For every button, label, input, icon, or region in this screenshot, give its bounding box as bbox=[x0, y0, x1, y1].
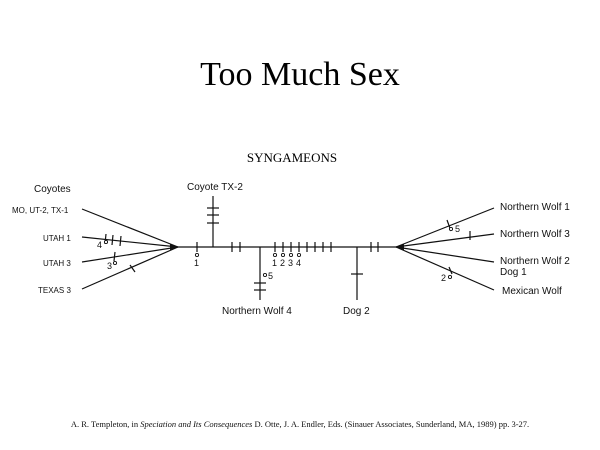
branch-mexican-wolf bbox=[395, 246, 495, 291]
marker-number: 2 bbox=[441, 273, 446, 283]
marker-number: 5 bbox=[268, 271, 273, 281]
citation-suffix: D. Otte, J. A. Endler, Eds. (Sinauer Ass… bbox=[252, 419, 530, 429]
diagram-subtitle: SYNGAMEONS bbox=[246, 150, 338, 165]
branch-northern-wolf-3 bbox=[395, 233, 495, 248]
branch-texas-3 bbox=[81, 246, 179, 290]
branch-label-dog-2: Dog 2 bbox=[343, 306, 370, 317]
backbone-marker: 4 bbox=[296, 258, 301, 268]
branch-utah-1 bbox=[81, 236, 179, 248]
branch-utah-3 bbox=[81, 246, 179, 263]
left-group-heading: Coyotes bbox=[34, 184, 71, 195]
leaf-label-mexican-wolf: Mexican Wolf bbox=[502, 286, 562, 297]
leaf-label-dog-1: Dog 1 bbox=[500, 267, 527, 278]
citation: A. R. Templeton, in Speciation and Its C… bbox=[0, 419, 600, 429]
leaf-label-northern-wolf-2: Northern Wolf 2 bbox=[500, 256, 570, 267]
branch-northern-wolf-2-dog-1 bbox=[395, 246, 495, 263]
citation-prefix: A. R. Templeton, in bbox=[70, 419, 141, 429]
slide-title: Too Much Sex bbox=[200, 56, 400, 93]
leaf-label-utah-3: UTAH 3 bbox=[43, 259, 71, 268]
leaf-label-northern-wolf-3: Northern Wolf 3 bbox=[500, 229, 570, 240]
backbone-marker: 1 bbox=[272, 258, 277, 268]
branch-label-coyote-tx2: Coyote TX-2 bbox=[187, 182, 243, 193]
backbone-marker: 2 bbox=[280, 258, 285, 268]
leaf-label-mo-ut2-tx1: MO, UT-2, TX-1 bbox=[12, 206, 69, 215]
branch-label-northern-wolf-4: Northern Wolf 4 bbox=[222, 306, 292, 317]
marker-number: 3 bbox=[107, 261, 112, 271]
branch-mo-ut2-tx1 bbox=[81, 208, 179, 248]
leaf-label-utah-1: UTAH 1 bbox=[43, 234, 71, 243]
marker-number: 5 bbox=[455, 224, 460, 234]
leaf-label-texas-3: TEXAS 3 bbox=[38, 286, 71, 295]
citation-book-title: Speciation and Its Consequences bbox=[140, 419, 253, 429]
backbone-marker: 3 bbox=[288, 258, 293, 268]
backbone-marker: 1 bbox=[194, 258, 199, 268]
marker-number: 4 bbox=[97, 240, 102, 250]
leaf-label-northern-wolf-1: Northern Wolf 1 bbox=[500, 202, 570, 213]
branch-northern-wolf-1 bbox=[395, 207, 495, 248]
